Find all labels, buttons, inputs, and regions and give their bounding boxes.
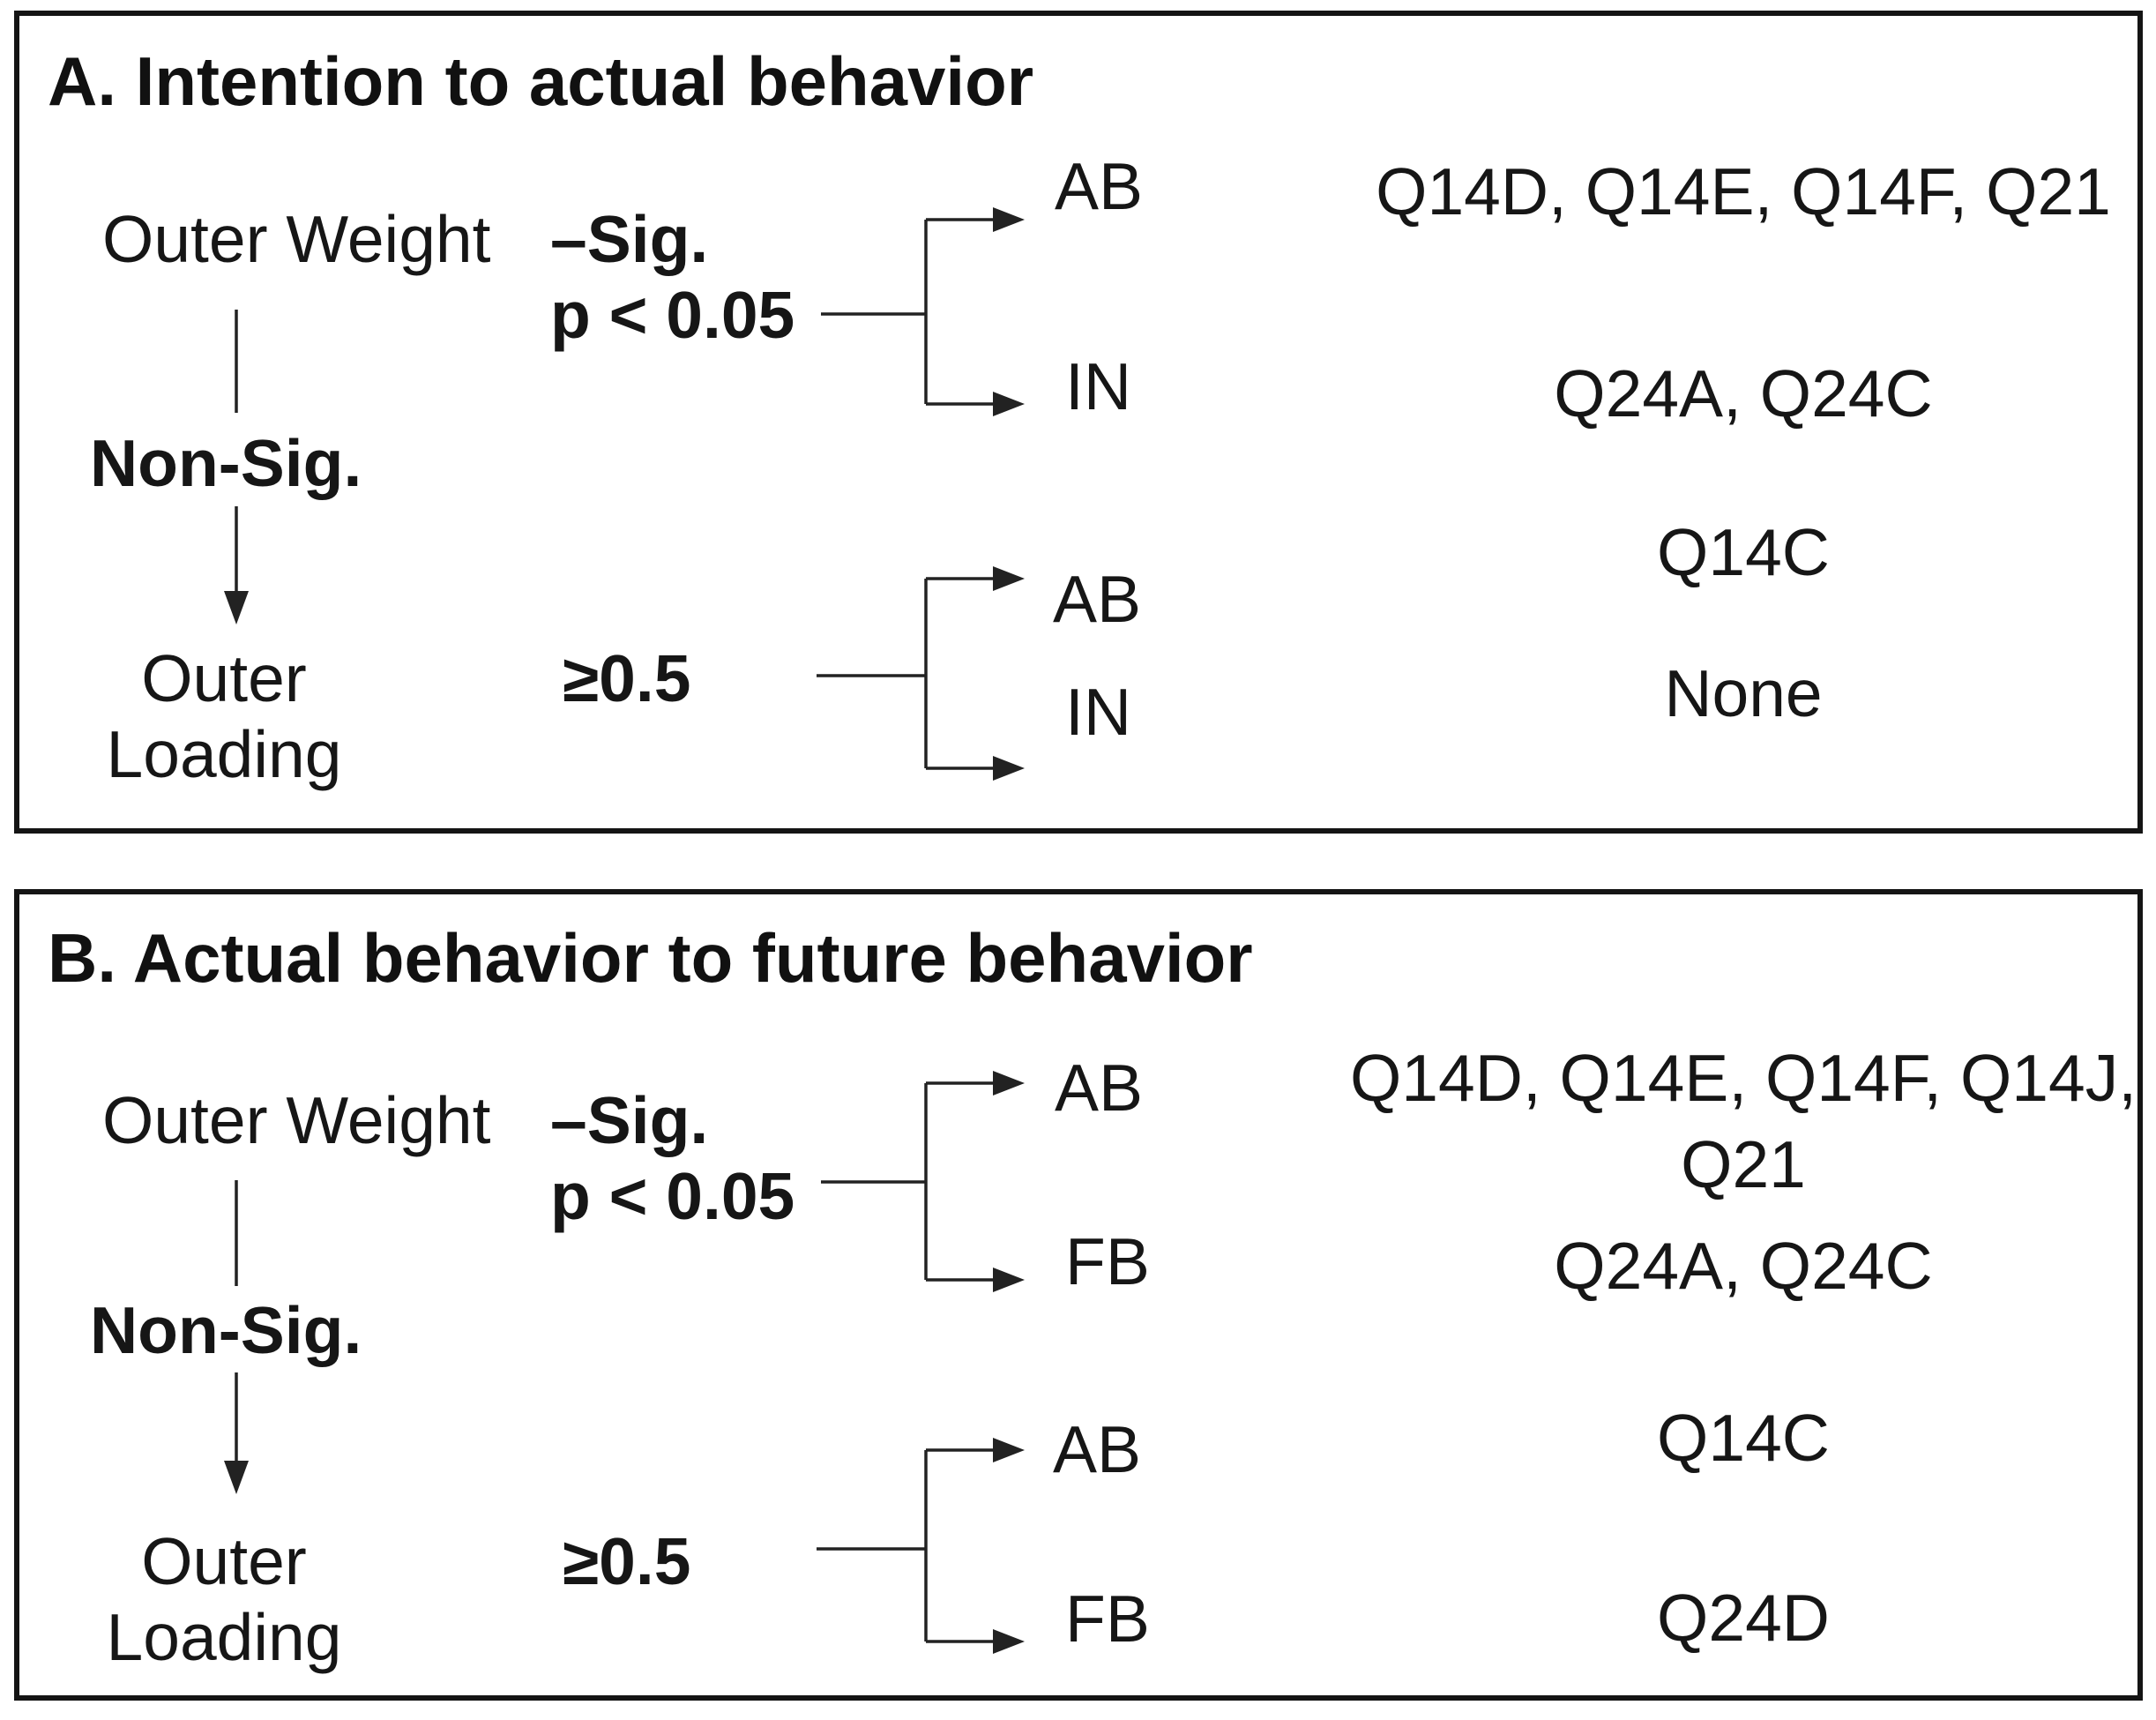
sig-label: –Sig. <box>550 1083 709 1157</box>
outer-weight-label: Outer Weight <box>102 1083 491 1157</box>
arrow-right-head <box>993 207 1025 232</box>
loading-branch-bracket <box>817 1438 1025 1654</box>
loading-threshold-label: ≥0.5 <box>563 1524 691 1598</box>
weight-branch-top-items: Q14D, Q14E, Q14F, Q21 <box>1376 154 2111 228</box>
loading-branch-bottom-items: None <box>1664 656 1823 730</box>
non-sig-label: Non-Sig. <box>90 1293 362 1367</box>
weight-branch-bottom-code: IN <box>1065 349 1131 423</box>
loading-branch-top-code: AB <box>1053 1412 1142 1486</box>
outer-weight-label: Outer Weight <box>102 202 491 276</box>
weight-branch-top-code: AB <box>1055 1051 1144 1125</box>
non-sig-label: Non-Sig. <box>90 426 362 500</box>
loading-branch-bracket <box>817 566 1025 781</box>
panel-b-title: B. Actual behavior to future behavior <box>48 919 1253 997</box>
panel-b: B. Actual behavior to future behavior Ou… <box>14 889 2143 1701</box>
sig-block: –Sig. p < 0.05 <box>550 201 795 354</box>
arrow-right-head <box>993 566 1025 591</box>
weight-branch-bottom-code: FB <box>1065 1224 1150 1298</box>
arrow-right-head <box>993 1071 1025 1096</box>
weight-branch-bottom-items: Q24A, Q24C <box>1554 356 1933 430</box>
sig-block: –Sig. p < 0.05 <box>550 1082 795 1235</box>
loading-threshold-label: ≥0.5 <box>563 641 691 715</box>
panel-a: A. Intention to actual behavior Outer We… <box>14 11 2143 834</box>
weight-branch-top-code: AB <box>1055 149 1144 223</box>
loading-branch-top-code: AB <box>1053 562 1142 636</box>
panel-a-title: A. Intention to actual behavior <box>48 42 1034 120</box>
loading-branch-top-items: Q14C <box>1657 1401 1830 1475</box>
outer-loading-label: Outer Loading <box>106 1524 342 1675</box>
weight-branch-bottom-items: Q24A, Q24C <box>1554 1229 1933 1303</box>
arrow-right-head <box>993 1268 1025 1292</box>
loading-branch-bottom-items: Q24D <box>1657 1581 1830 1655</box>
down-arrow <box>224 1372 249 1494</box>
loading-branch-top-items: Q14C <box>1657 515 1830 589</box>
arrow-right-head <box>993 392 1025 416</box>
arrow-right-head <box>993 1629 1025 1654</box>
arrow-right-head <box>993 756 1025 781</box>
loading-branch-bottom-code: FB <box>1065 1582 1150 1656</box>
loading-branch-bottom-code: IN <box>1065 675 1131 749</box>
down-arrow <box>224 506 249 624</box>
arrow-right-head <box>993 1438 1025 1462</box>
weight-branch-bracket <box>821 207 1025 416</box>
outer-loading-label: Outer Loading <box>106 641 342 792</box>
sig-condition: p < 0.05 <box>550 278 795 353</box>
weight-branch-bracket <box>821 1071 1025 1292</box>
sig-condition: p < 0.05 <box>550 1159 795 1234</box>
sig-label: –Sig. <box>550 202 709 276</box>
weight-branch-top-items: Q14D, Q14E, Q14F, Q14J, Q21 <box>1349 1041 2137 1201</box>
